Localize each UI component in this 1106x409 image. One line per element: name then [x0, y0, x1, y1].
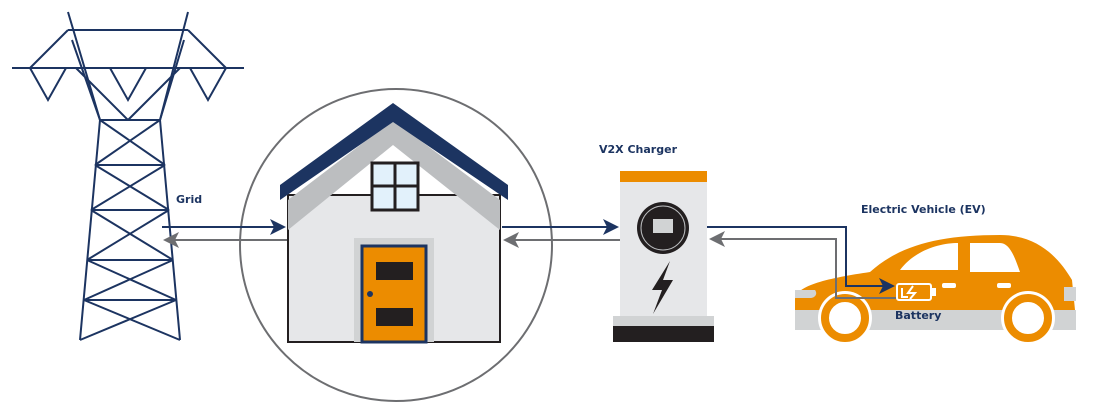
battery-to-charger-arrow — [709, 231, 896, 299]
transmission-tower-icon — [12, 11, 244, 341]
battery-label: Battery — [895, 309, 942, 322]
car-icon — [795, 235, 1076, 345]
lightning-icon — [652, 261, 673, 314]
battery-icon — [896, 283, 936, 301]
power-flow-arrows — [162, 219, 896, 299]
home-circle — [239, 88, 553, 402]
charger-to-battery-arrow — [707, 226, 895, 294]
charger-label: V2X Charger — [599, 143, 677, 156]
house-icon — [280, 103, 508, 344]
grid-label: Grid — [176, 193, 203, 206]
charger-icon — [613, 171, 714, 342]
ev-label: Electric Vehicle (EV) — [861, 203, 986, 216]
